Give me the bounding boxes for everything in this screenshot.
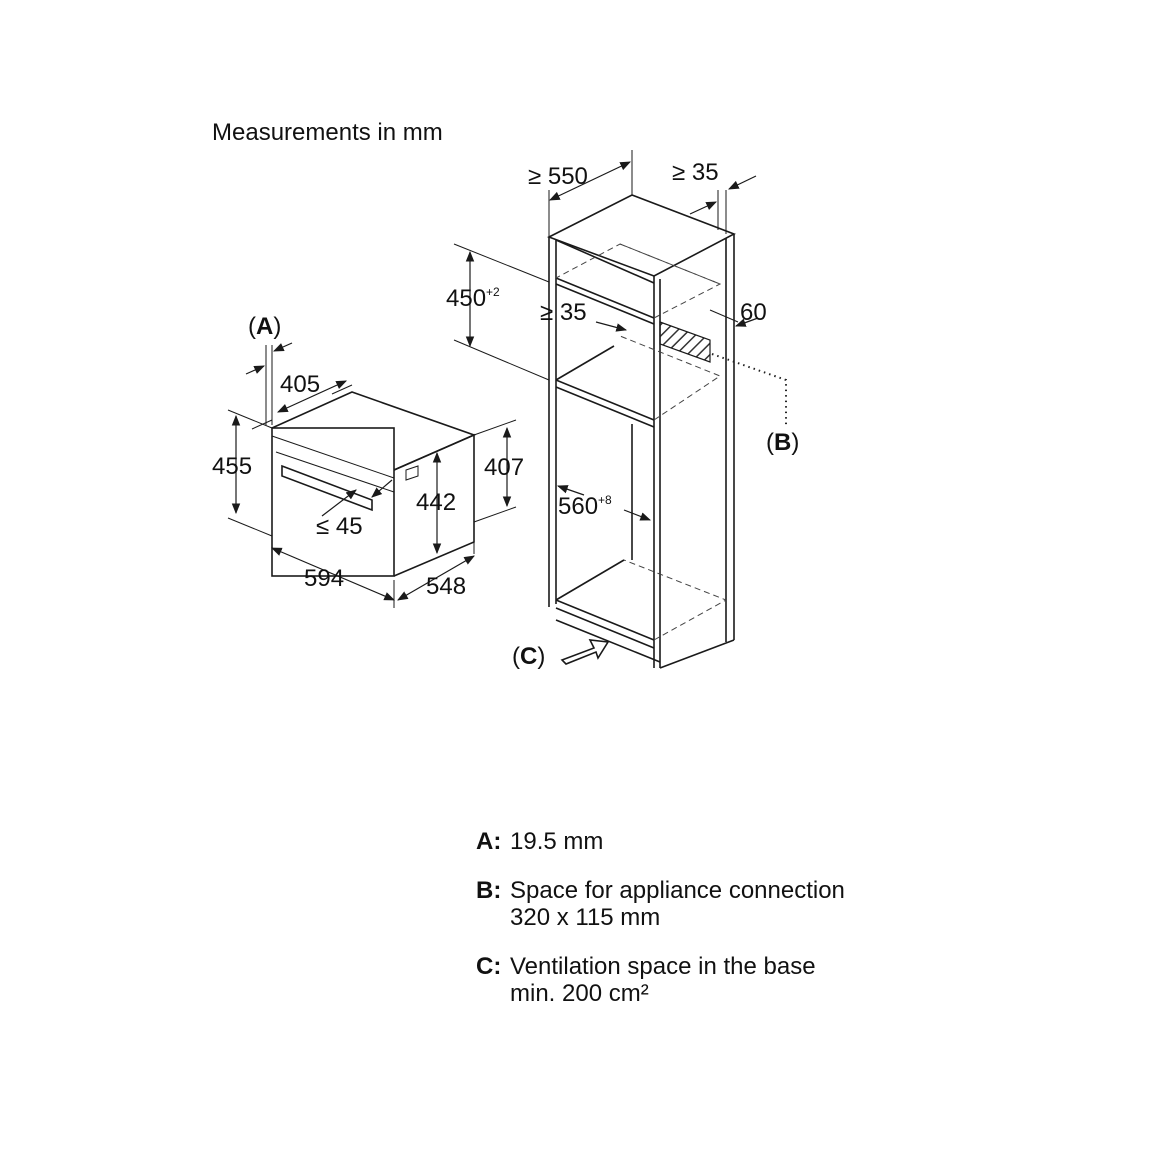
legend-item-c: C: Ventilation space in the base min. 20…: [476, 953, 1036, 1007]
legend-key: B:: [476, 877, 502, 904]
oven-front: [271, 427, 395, 577]
cabinet-drawing: [547, 194, 736, 669]
ventilation-arrow: [560, 639, 610, 665]
oven-a-marker: (A): [248, 313, 281, 340]
legend: A: 19.5 mm B: Space for appliance connec…: [476, 828, 1036, 1029]
dim-548: 548: [426, 573, 466, 600]
dim-60: 60: [740, 299, 767, 326]
legend-key: C:: [476, 953, 502, 980]
legend-text: Space for appliance connection 320 x 115…: [510, 877, 845, 931]
dim-550: ≥ 550: [528, 163, 588, 190]
connection-area: [659, 321, 711, 363]
legend-item-a: A: 19.5 mm: [476, 828, 1036, 855]
dim-35-top: ≥ 35: [672, 159, 719, 186]
legend-text: Ventilation space in the base min. 200 c…: [510, 953, 816, 1007]
cabinet-b-marker: (B): [766, 429, 799, 456]
dim-594: 594: [304, 565, 344, 592]
dim-35-inner: ≥ 35: [540, 299, 587, 326]
dim-455: 455: [212, 453, 252, 480]
connection-leader: [711, 353, 787, 426]
dim-560: 560+8: [558, 493, 612, 520]
oven-top: [271, 391, 477, 471]
legend-text: 19.5 mm: [510, 828, 604, 855]
oven-drawing: [271, 391, 477, 577]
dim-405: 405: [280, 371, 320, 398]
oven-handle: [281, 464, 373, 512]
legend-key: A:: [476, 828, 502, 855]
diagram-title: Measurements in mm: [212, 119, 443, 146]
legend-item-b: B: Space for appliance connection 320 x …: [476, 877, 1036, 931]
dim-442: 442: [416, 489, 456, 516]
cabinet-c-marker: (C): [512, 643, 545, 670]
dim-450: 450+2: [446, 285, 500, 312]
dim-45: ≤ 45: [316, 513, 363, 540]
dim-407: 407: [484, 454, 524, 481]
